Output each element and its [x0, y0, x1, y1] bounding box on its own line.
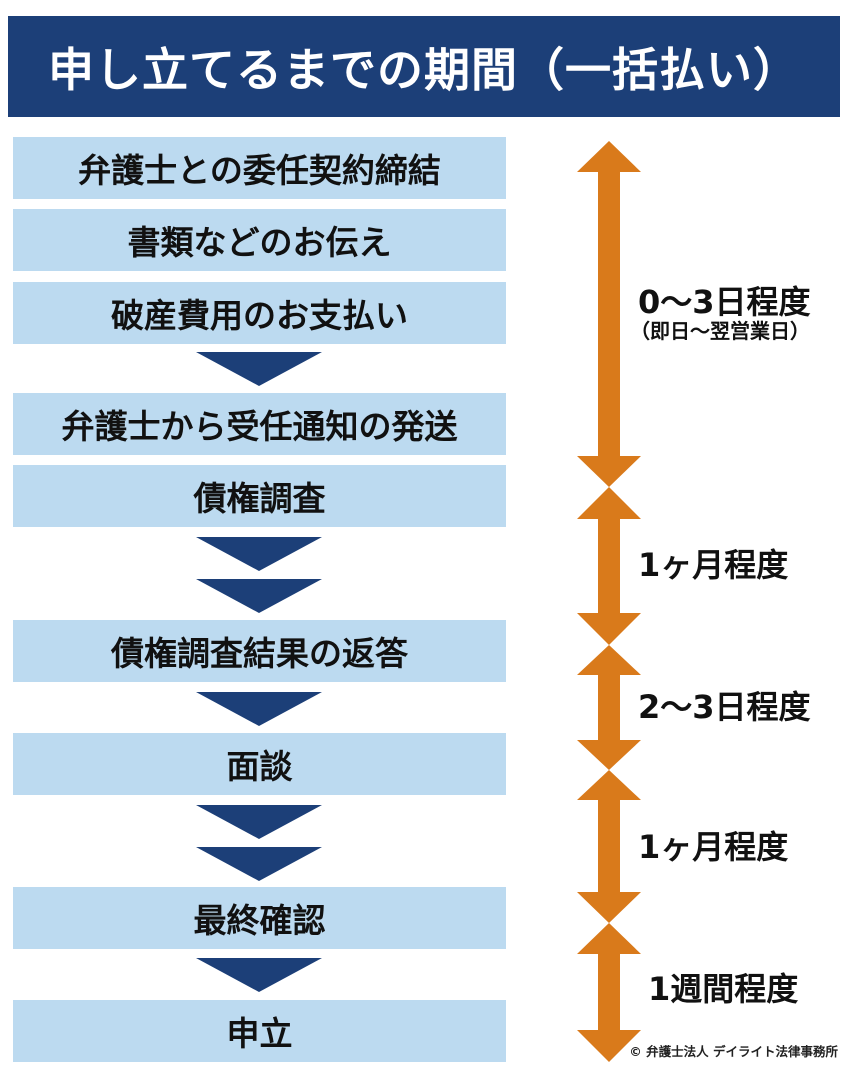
duration-label: 0〜3日程度 （即日〜翌営業日） [630, 283, 850, 342]
chevron-down-icon [196, 958, 322, 992]
chevron-down-icon [196, 352, 322, 386]
step-box: 弁護士との委任契約締結 [13, 137, 506, 199]
duration-label: 2〜3日程度 [638, 688, 811, 726]
duration-label: 1ヶ月程度 [638, 828, 789, 866]
double-arrow-icon [577, 923, 641, 1062]
step-box: 面談 [13, 733, 506, 795]
step-box: 債権調査 [13, 465, 506, 527]
chevron-down-icon [196, 579, 322, 613]
double-arrow-icon [577, 487, 641, 645]
chevron-down-icon [196, 537, 322, 571]
chevron-down-icon [196, 805, 322, 839]
step-box: 債権調査結果の返答 [13, 620, 506, 682]
double-arrow-icon [577, 770, 641, 923]
step-box: 弁護士から受任通知の発送 [13, 393, 506, 455]
duration-label: 1ヶ月程度 [638, 546, 789, 584]
duration-note: （即日〜翌営業日） [630, 319, 810, 344]
step-box: 申立 [13, 1000, 506, 1062]
duration-label: 1週間程度 [648, 970, 799, 1008]
double-arrow-icon [577, 141, 641, 487]
step-box: 最終確認 [13, 887, 506, 949]
chevron-down-icon [196, 692, 322, 726]
step-box: 破産費用のお支払い [13, 282, 506, 344]
copyright-credit: © 弁護士法人 デイライト法律事務所 [629, 1044, 838, 1059]
double-arrow-icon [577, 645, 641, 770]
duration-value: 0〜3日程度 [638, 283, 811, 321]
page-title: 申し立てるまでの期間（一括払い） [8, 16, 840, 117]
chevron-down-icon [196, 847, 322, 881]
step-box: 書類などのお伝え [13, 209, 506, 271]
